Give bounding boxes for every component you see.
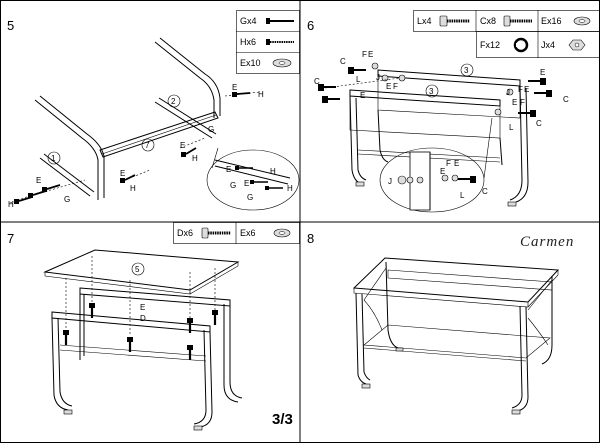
step-5-number: 5 [7,18,14,33]
step-6-frame-drawing: 3 3 [314,50,569,207]
callout-3-back: 3 [464,66,469,75]
label-c: C [482,187,488,196]
page-number: 3/3 [272,411,293,428]
label-c: C [340,57,346,66]
label-h: H [287,184,293,193]
label-g: G [208,125,214,134]
label-c: C [536,119,542,128]
callout-2: 2 [171,97,176,106]
step-6-number: 6 [307,18,314,33]
label-e: E [226,165,231,174]
step-6-parts-table: Lx4 Cx8 Ex16 Fx12 Jx4 [413,10,600,58]
callout-3-front: 3 [429,87,434,96]
callout-5: 5 [135,265,140,274]
label-e: E [36,176,41,185]
step-5-parts-table: Gx4 Hx6 Ex10 [236,10,300,74]
step-6-detail-zoom: J F E E L C [379,117,493,213]
step-6-panel: 6 Lx4 Cx8 Ex16 Fx12 Jx4 [307,10,600,213]
label-e: E [512,98,517,107]
nut-icon [568,39,586,51]
screw-icon [266,18,294,24]
label-f: F [393,82,398,91]
label-j: J [506,88,510,97]
part-code-d: Dx6 [177,228,193,238]
callout-1: 1 [51,154,56,163]
step-5-detail-zoom: E E H G H G [206,147,300,211]
part-code-l: Lx4 [417,16,432,26]
step-5-frame-drawing: 1 2 7 E H G E H E H E H G [8,37,264,209]
label-e: E [440,167,445,176]
cam-lock-icon [513,37,529,53]
part-code-j: Jx4 [541,40,555,50]
assembled-desk-drawing [352,257,560,415]
label-e: E [386,82,391,91]
part-code-h: Hx6 [240,37,256,47]
label-l: L [460,191,465,200]
washer-icon [272,58,292,68]
label-h: H [130,184,136,193]
label-f: F [520,98,525,107]
label-g: G [64,195,70,204]
label-d: D [140,314,146,323]
label-e: E [244,179,249,188]
brand-logo: Carmen [520,234,574,250]
part-code-e: Ex16 [541,16,562,26]
long-screw-icon [266,39,294,45]
label-g: G [230,181,236,190]
step-7-parts-table: Dx6 Ex6 [173,222,300,244]
label-e: E [524,85,529,94]
label-e: E [454,159,459,168]
label-f: F [446,159,451,168]
bolt-mark [63,303,218,360]
label-h: H [258,90,264,99]
hardware-right [494,78,552,117]
part-code-e: Ex10 [240,58,261,68]
part-code-f: Fx12 [480,40,500,50]
part-code-g: Gx4 [240,16,257,26]
part-code-c: Cx8 [480,16,496,26]
label-e: E [120,169,125,178]
callout-7: 7 [145,141,150,150]
label-e: E [140,303,145,312]
part-code-e: Ex6 [240,228,256,238]
step-7-frame-drawing: 5 [43,249,243,431]
label-f: F [518,85,523,94]
label-h: H [8,200,14,209]
step-8-panel: 8 Carmen [307,231,574,415]
step-7-panel: 7 Dx6 Ex6 5 [7,222,300,431]
label-h: H [192,154,198,163]
hardware-left [318,62,406,103]
label-f: F [362,50,367,59]
label-j: J [376,73,380,82]
label-e: E [180,141,185,150]
label-j: J [388,177,392,186]
label-g: G [247,193,253,202]
label-l: L [509,123,514,132]
label-e: E [540,68,545,77]
label-e: E [232,83,237,92]
step-8-number: 8 [307,231,314,246]
bolt-mark [14,92,251,204]
cam-bolt-icon [503,15,532,27]
label-e: E [360,91,365,100]
step-5-panel: 5 Gx4 Hx6 Ex10 [7,10,300,211]
label-h: H [270,167,276,176]
long-bolt-icon [201,227,231,239]
step-7-number: 7 [7,231,14,246]
label-c: C [314,77,320,86]
label-c: C [563,95,569,104]
washer-icon [273,228,291,238]
bolt-icon [439,15,470,27]
washer-icon [573,16,591,26]
label-e: E [368,50,373,59]
label-l: L [356,75,361,84]
